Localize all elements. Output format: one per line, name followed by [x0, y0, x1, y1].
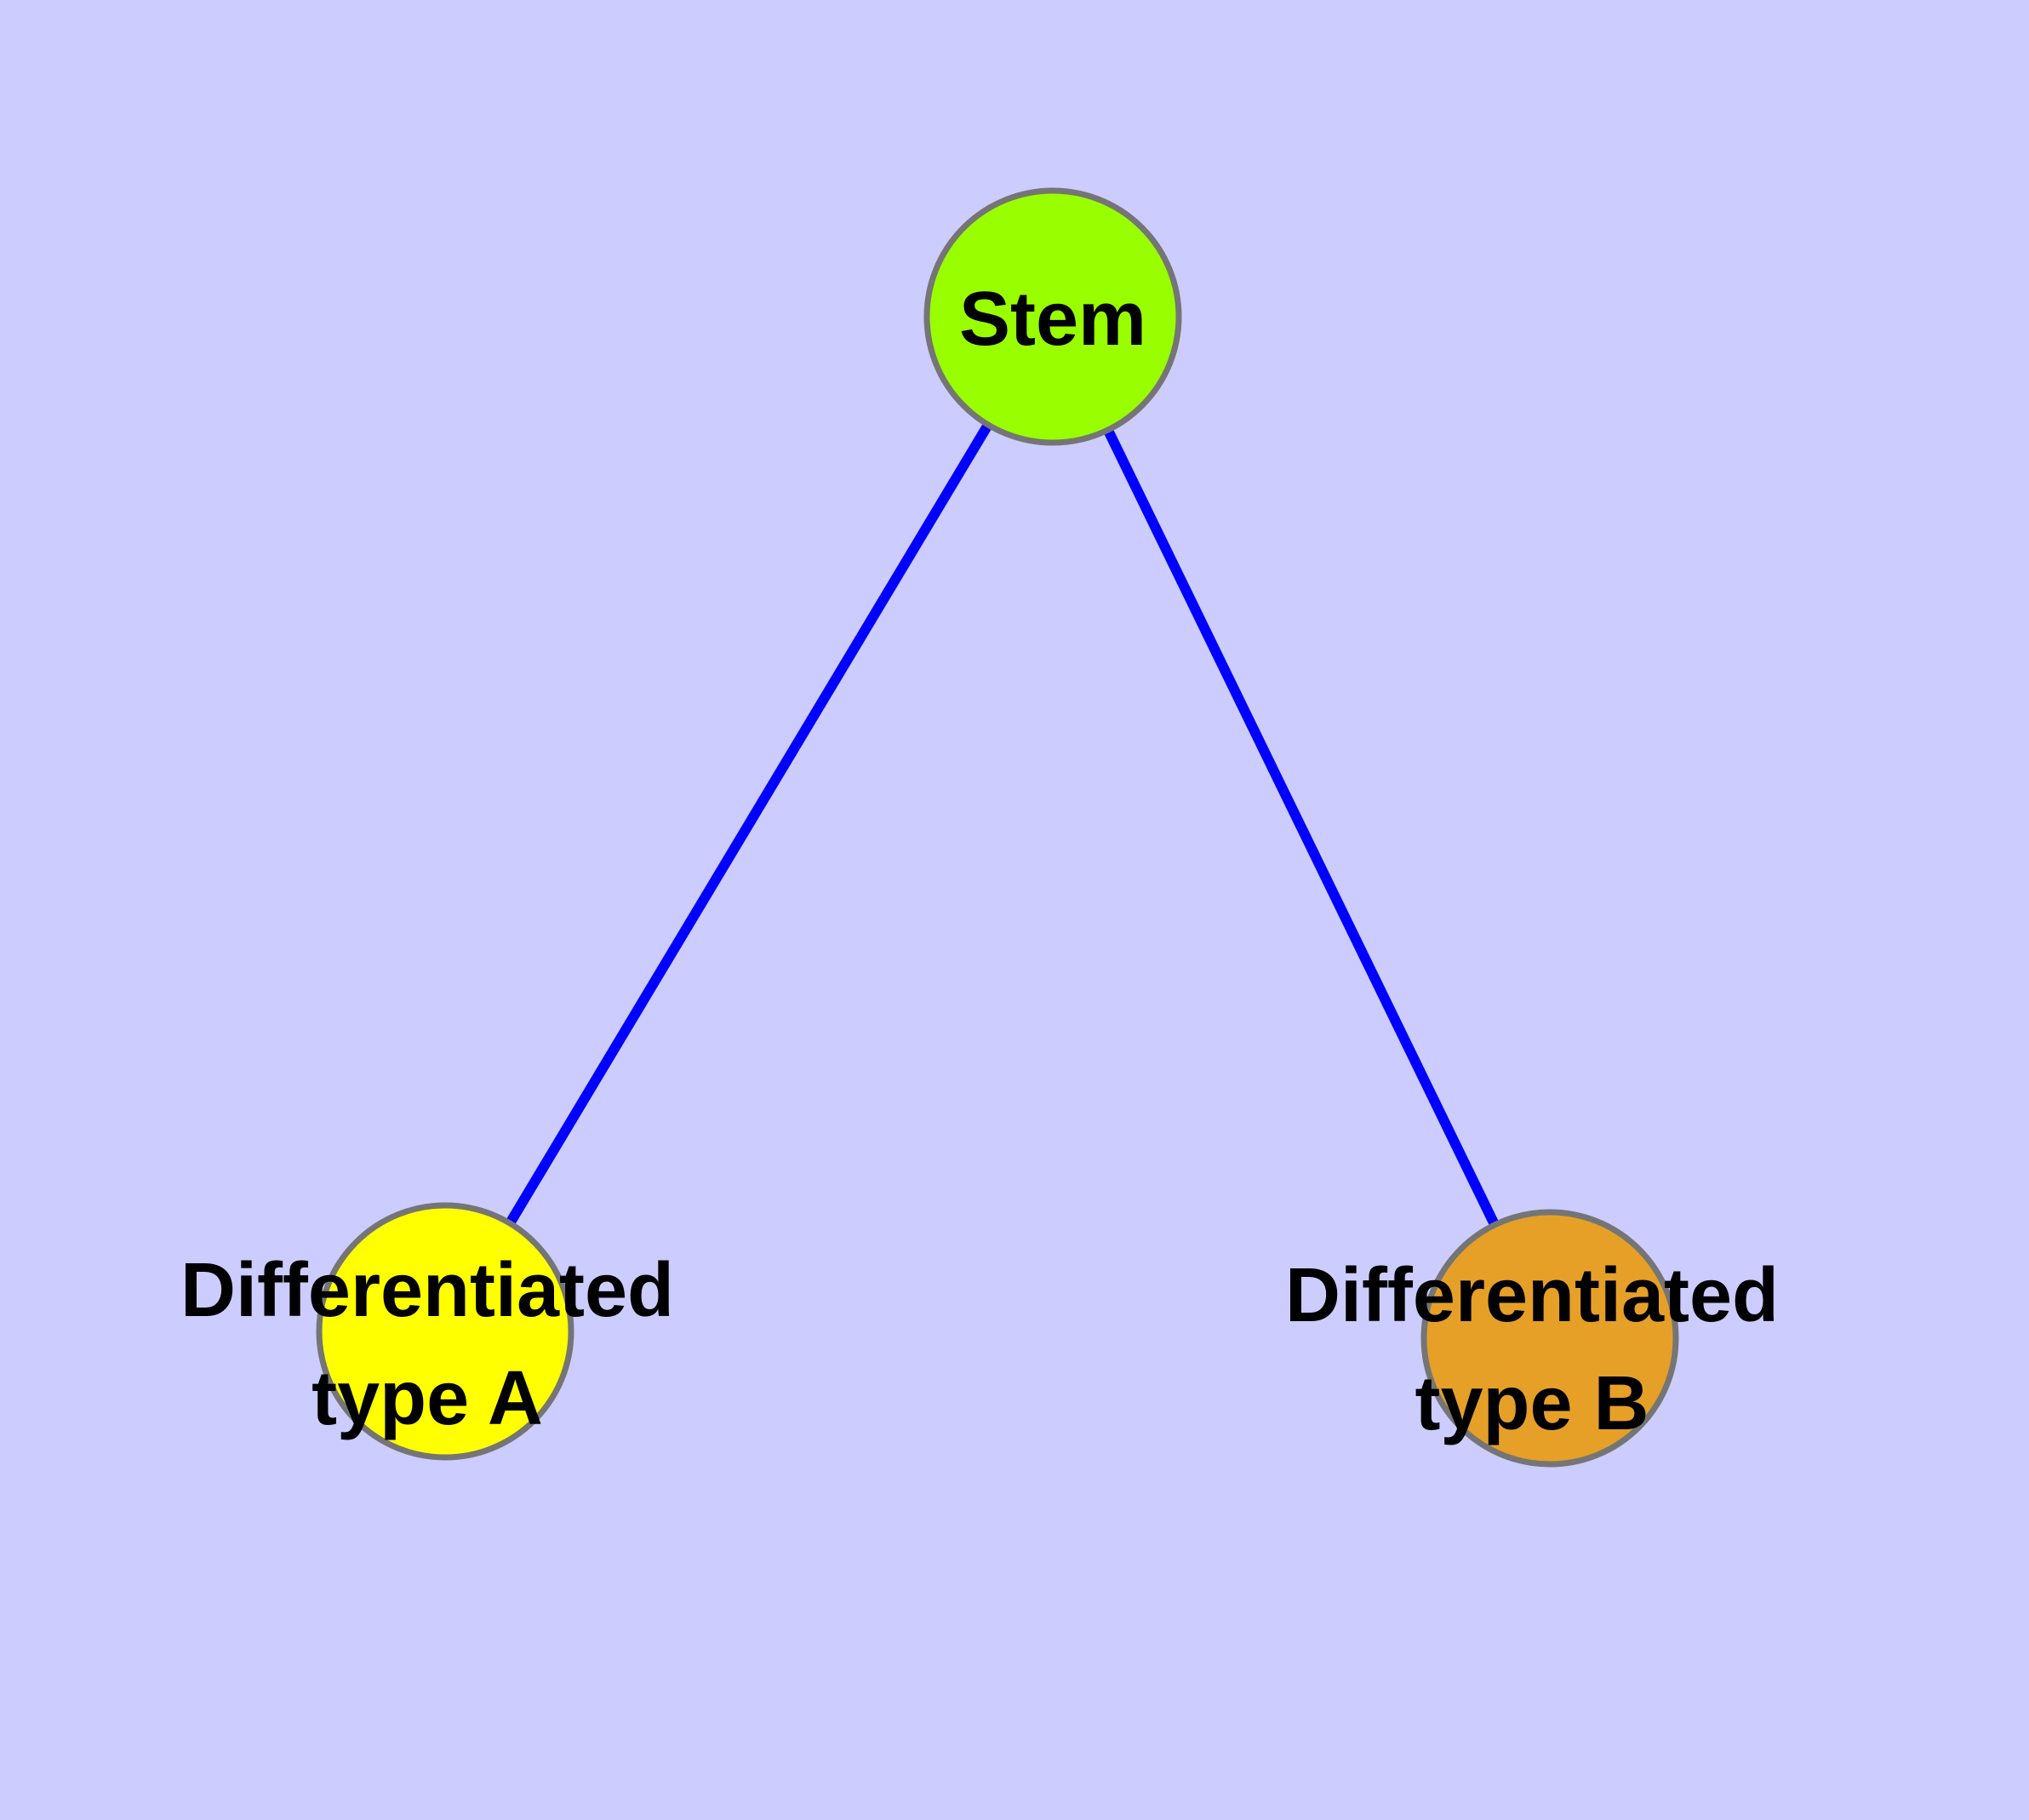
type-b-node-label-line2: type B	[1415, 1361, 1649, 1446]
type-a-node	[316, 1202, 574, 1461]
stem-node-label: Stem	[959, 277, 1146, 362]
type-b-node	[1420, 1209, 1679, 1468]
stem-node	[923, 187, 1182, 446]
type-a-node-label-line2: type A	[311, 1356, 543, 1441]
type-a-node-label-line1: Differentiated	[180, 1248, 674, 1333]
edge-stem-to-type-b	[1048, 314, 1555, 1341]
type-b-node-label-line1: Differentiated	[1285, 1253, 1779, 1338]
edge-stem-to-type-a	[440, 313, 1058, 1335]
